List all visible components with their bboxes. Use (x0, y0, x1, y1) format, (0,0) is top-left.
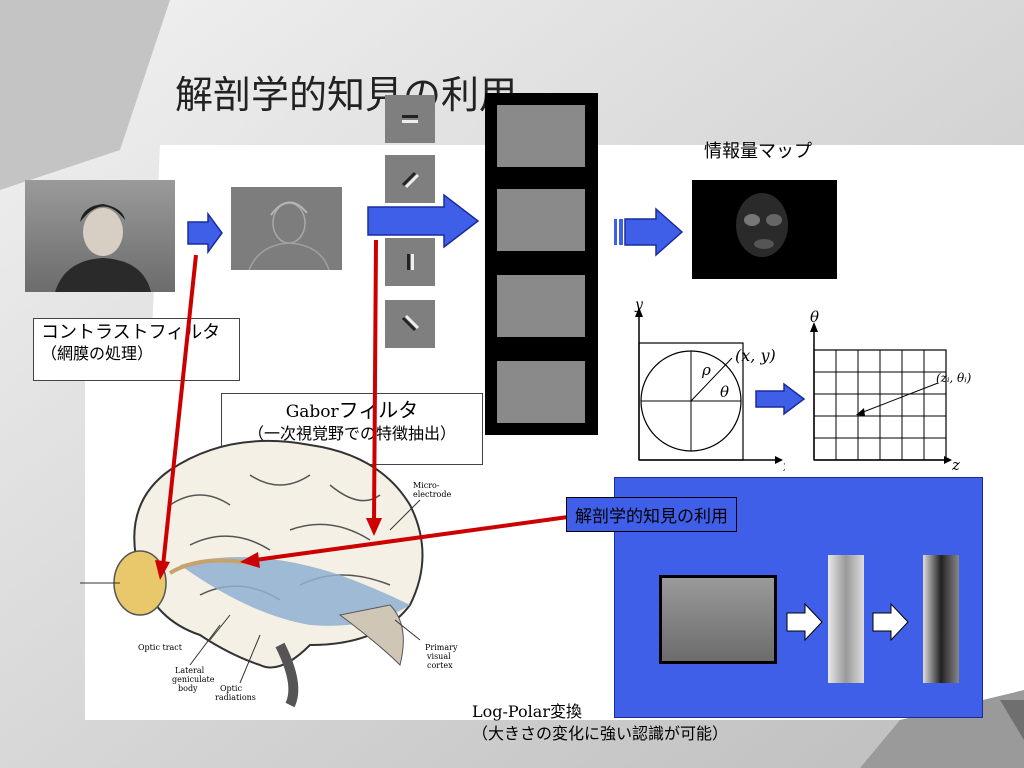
arrow-to-gabor-responses (367, 193, 480, 249)
optic-radiations-label-2: radiations (215, 693, 256, 702)
lateral-geniculate-label-1: Lateral (175, 666, 205, 675)
gabor-word: Gabor (285, 402, 339, 422)
info-map-image (692, 180, 837, 279)
log-polar-strip-2 (923, 555, 959, 683)
outline-arrow-1 (786, 602, 823, 642)
lateral-geniculate-label-3: body (178, 684, 198, 693)
theta-label: θ (720, 383, 729, 401)
arrow-to-log-polar-grid (755, 382, 806, 416)
grid-point-label: (zᵢ, θᵢ) (936, 371, 972, 385)
primary-visual-label-3: cortex (427, 661, 453, 670)
gabor-kernel-1 (385, 95, 435, 143)
micro-electrode-label-2: electrode (413, 490, 451, 499)
polar-y-label: y (634, 297, 644, 313)
contrast-filter-line1: コントラストフィルタ (41, 322, 221, 343)
lateral-geniculate-label-2: geniculate (172, 675, 215, 684)
optic-radiations-label-1: Optic (220, 684, 242, 693)
arrow-to-contrast (187, 212, 223, 254)
log-polar-line1: Log-Polar変換 (472, 702, 582, 721)
anatomy-knowledge-label: 解剖学的知見の利用 (566, 497, 737, 532)
rho-label: ρ (701, 361, 711, 379)
gabor-response-3 (497, 275, 585, 337)
gabor-kernel-4 (385, 300, 435, 348)
grid-theta-label: θ (810, 308, 819, 326)
arrow-to-info-map (614, 207, 684, 257)
info-map-label: 情報量マップ (704, 141, 812, 162)
filter-word: フィルタ (338, 398, 419, 422)
contrast-filter-label: コントラストフィルタ （網膜の処理） (33, 318, 240, 381)
primary-visual-label-1: Primary (425, 643, 458, 652)
optic-tract-label: Optic tract (138, 643, 183, 652)
contrast-filter-line2: （網膜の処理） (41, 344, 154, 363)
gabor-response-stack (485, 93, 598, 435)
brain-illustration: Micro- electrode Optic tract Lateral gen… (80, 439, 458, 708)
face-silhouette (55, 204, 151, 292)
gabor-response-2 (497, 189, 585, 251)
polar-coordinate-diagram: y x (x, y) ρ θ (634, 297, 785, 475)
log-polar-line2: （大きさの変化に強い認識が可能） (472, 724, 729, 743)
log-polar-strip-1 (828, 555, 864, 683)
gabor-kernel-3 (385, 238, 435, 286)
input-face-photo (25, 180, 175, 292)
log-polar-grid-diagram: θ z (zᵢ, θᵢ) (810, 308, 972, 474)
face-photo-small (659, 575, 777, 664)
polar-point-label: (x, y) (735, 346, 776, 365)
gabor-filter-line2: （一次視覚野での特徴抽出） (247, 424, 456, 443)
contrast-filtered-image (231, 187, 342, 271)
micro-electrode-label-1: Micro- (413, 481, 440, 490)
outline-arrow-2 (872, 602, 909, 642)
log-polar-caption: Log-Polar変換 （大きさの変化に強い認識が可能） (472, 701, 728, 745)
gabor-response-4 (497, 361, 585, 423)
primary-visual-label-2: visual (426, 652, 451, 661)
page-title: 解剖学的知見の利用 (175, 73, 518, 117)
polar-x-label: x (783, 459, 785, 475)
gabor-response-1 (497, 105, 585, 167)
gabor-kernel-2 (385, 155, 435, 203)
grid-z-label: z (951, 456, 960, 474)
